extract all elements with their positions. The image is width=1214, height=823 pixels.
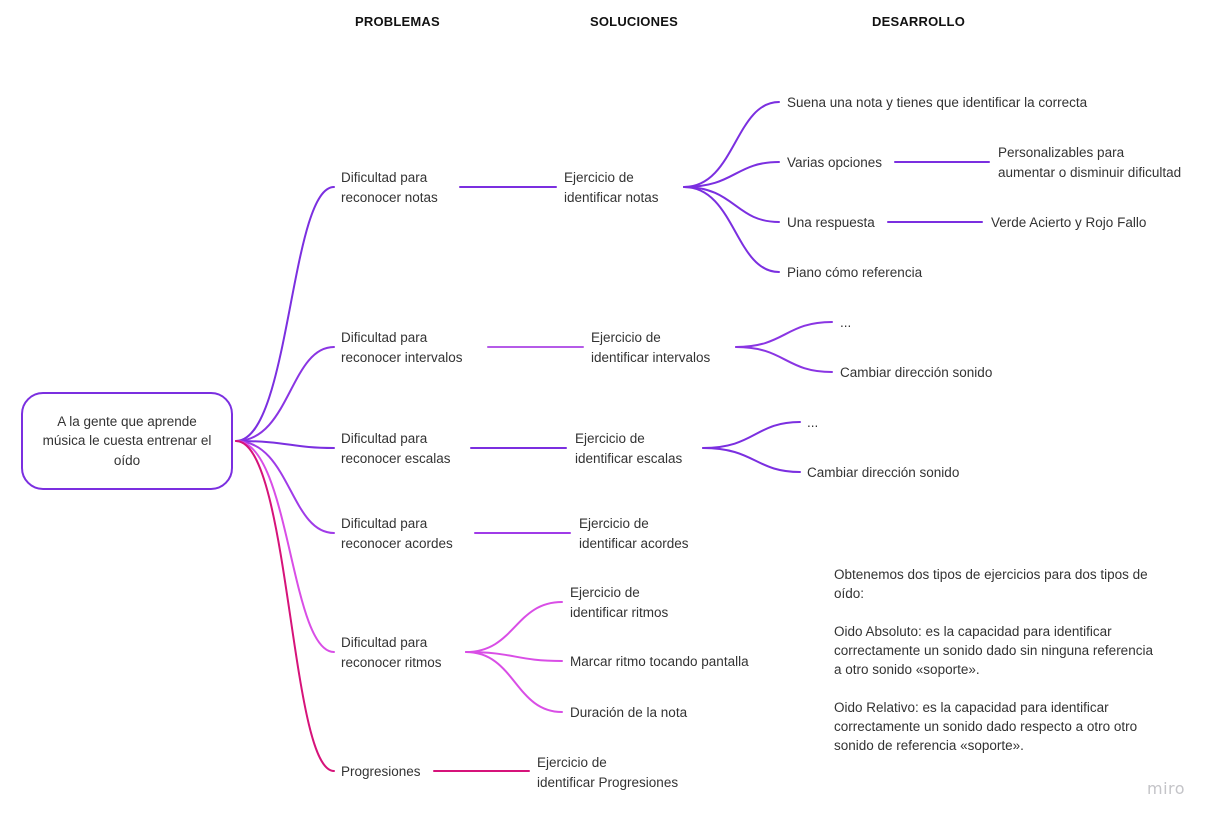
- problem-progresiones[interactable]: Progresiones: [341, 764, 421, 779]
- root-node[interactable]: A la gente que aprende música le cuesta …: [21, 392, 233, 490]
- edge-ritmos-sol3: [465, 651, 563, 713]
- solution-acordes[interactable]: Ejercicio de identificar acordes: [579, 516, 689, 551]
- edge-sol-notas-dev4: [683, 186, 780, 273]
- dev-personalizables[interactable]: Personalizables para aumentar o disminui…: [998, 145, 1182, 180]
- solution-ritmos[interactable]: Ejercicio de identificar ritmos: [570, 585, 669, 620]
- root-label: A la gente que aprende música le cuesta …: [42, 413, 212, 468]
- edge-ritmos-sol1: [465, 601, 563, 653]
- problem-ritmos[interactable]: Dificultad para reconocer ritmos: [341, 635, 442, 670]
- edge-sol-notas-dev1: [683, 101, 780, 188]
- edge-sol-escalas-dev1: [702, 421, 801, 449]
- header-solutions: SOLUCIONES: [590, 14, 678, 29]
- solution-progresiones[interactable]: Ejercicio de identificar Progresiones: [537, 755, 679, 790]
- problem-escalas[interactable]: Dificultad para reconocer escalas: [341, 431, 451, 466]
- header-development: DESARROLLO: [872, 14, 965, 29]
- miro-watermark: miro: [1147, 779, 1186, 798]
- dev-verde-rojo[interactable]: Verde Acierto y Rojo Fallo: [991, 215, 1147, 230]
- edge-sol-notas-dev3: [683, 186, 780, 223]
- problem-notas[interactable]: Dificultad para reconocer notas: [341, 170, 438, 205]
- edge-sol-notas-dev2: [683, 161, 780, 188]
- dev-intervalos-cambiar-direccion[interactable]: Cambiar dirección sonido: [840, 365, 993, 380]
- edge-sol-intervalos-dev2: [735, 346, 833, 373]
- problem-acordes[interactable]: Dificultad para reconocer acordes: [341, 516, 453, 551]
- edge-root-escalas: [235, 440, 335, 449]
- edge-root-ritmos: [235, 440, 335, 653]
- solution-marcar-ritmo[interactable]: Marcar ritmo tocando pantalla: [570, 654, 749, 669]
- solution-intervalos[interactable]: Ejercicio de identificar intervalos: [591, 330, 711, 365]
- edge-sol-escalas-dev2: [702, 447, 801, 473]
- header-problems: PROBLEMAS: [355, 14, 440, 29]
- dev-escalas-ellipsis[interactable]: ...: [807, 415, 819, 430]
- dev-suena-nota[interactable]: Suena una nota y tienes que identificar …: [787, 95, 1088, 110]
- dev-piano-referencia[interactable]: Piano cómo referencia: [787, 265, 923, 280]
- edge-root-progresiones: [235, 440, 335, 772]
- edge-root-notas: [235, 186, 335, 442]
- dev-intervalos-ellipsis[interactable]: ...: [840, 315, 852, 330]
- dev-escalas-cambiar-direccion[interactable]: Cambiar dirección sonido: [807, 465, 960, 480]
- dev-varias-opciones[interactable]: Varias opciones: [787, 155, 883, 170]
- problem-intervalos[interactable]: Dificultad para reconocer intervalos: [341, 330, 463, 365]
- dev-una-respuesta[interactable]: Una respuesta: [787, 215, 875, 230]
- edge-root-intervalos: [235, 346, 335, 442]
- note-text-block[interactable]: Obtenemos dos tipos de ejercicios para d…: [834, 567, 1153, 753]
- solution-notas[interactable]: Ejercicio de identificar notas: [564, 170, 659, 205]
- edge-sol-intervalos-dev1: [735, 321, 833, 348]
- solution-duracion-nota[interactable]: Duración de la nota: [570, 705, 688, 720]
- edge-root-acordes: [235, 440, 335, 534]
- edge-ritmos-sol2: [465, 651, 563, 662]
- solution-escalas[interactable]: Ejercicio de identificar escalas: [575, 431, 683, 466]
